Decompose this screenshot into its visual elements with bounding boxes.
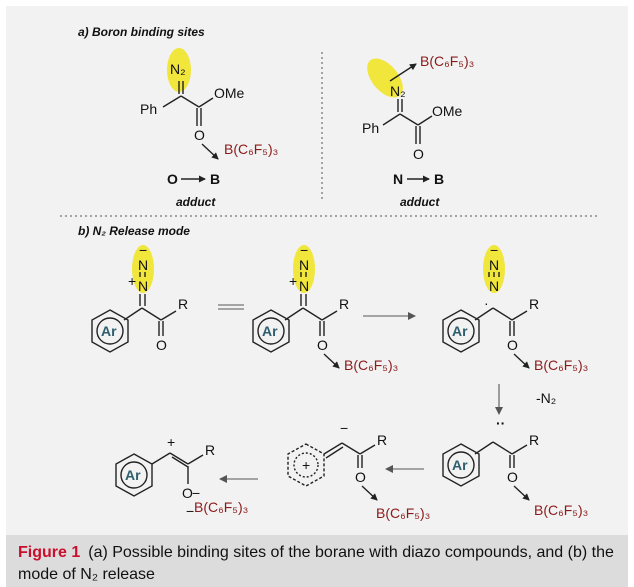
svg-text:Ar: Ar: [452, 323, 468, 339]
svg-text:B(C₆F₅)₃: B(C₆F₅)₃: [194, 499, 248, 515]
svg-text:+: +: [167, 434, 175, 450]
n2-highlight-5: [483, 245, 505, 293]
figure-caption: Figure 1(a) Possible binding sites of th…: [6, 535, 628, 587]
svg-text:−: −: [300, 242, 308, 258]
structure-5-intermediate: + − R O B(C₆F₅)₃: [287, 420, 430, 521]
n2-label-2: N₂: [390, 83, 406, 99]
n-b-adduct-label: N B adduct: [393, 171, 444, 209]
adduct-o: O: [167, 171, 178, 187]
svg-text:+: +: [302, 457, 310, 473]
reaction-scheme: a) Boron binding sites N₂ Ph OMe O B(C₆F…: [60, 25, 600, 521]
ph-label-2: Ph: [362, 120, 379, 136]
structure-6-enolate: Ar + R O − − B(C₆F₅)₃: [115, 434, 248, 519]
ome-label-2: OMe: [432, 103, 463, 119]
svg-text:B(C₆F₅)₃: B(C₆F₅)₃: [534, 357, 588, 373]
ome-label: OMe: [214, 85, 245, 101]
svg-text:N: N: [138, 278, 148, 294]
svg-text:O: O: [317, 337, 328, 353]
svg-text:·: ·: [484, 295, 489, 311]
svg-text:O: O: [507, 337, 518, 353]
adduct-b-2: B: [434, 171, 444, 187]
svg-text:N: N: [489, 257, 499, 273]
adduct-caption-left: adduct: [176, 195, 216, 209]
n2-label: N₂: [170, 61, 186, 77]
svg-text:−: −: [490, 242, 498, 258]
n2-highlight-2: [367, 58, 403, 98]
svg-text:R: R: [377, 432, 387, 448]
structure-2-o-adduct: − N N + R O B(C₆F₅)₃ Ar: [252, 242, 398, 373]
figure-caption-text: (a) Possible binding sites of the borane…: [18, 544, 614, 583]
adduct-b: B: [210, 171, 220, 187]
svg-text:B(C₆F₅)₃: B(C₆F₅)₃: [344, 357, 398, 373]
svg-text:N: N: [138, 257, 148, 273]
svg-text:Ar: Ar: [452, 457, 468, 473]
o-b-adduct-label: O B adduct: [167, 171, 220, 209]
molecule-n-adduct: N₂ B(C₆F₅)₃ Ph OMe O: [362, 53, 474, 162]
svg-text:Ar: Ar: [125, 467, 141, 483]
n2-highlight: [167, 48, 191, 92]
n2-highlight-4: [293, 245, 315, 293]
svg-text:R: R: [529, 432, 539, 448]
structure-1-diazo: − N N + R O Ar: [91, 242, 188, 353]
scheme-panel: a) Boron binding sites N₂ Ph OMe O B(C₆F…: [6, 6, 628, 535]
svg-text:R: R: [205, 442, 215, 458]
svg-text:B(C₆F₅)₃: B(C₆F₅)₃: [534, 502, 588, 518]
svg-text:O: O: [182, 485, 193, 501]
n2-loss-label: -N₂: [536, 390, 556, 406]
adduct-caption-right: adduct: [400, 195, 440, 209]
structure-3-n2-leaving: − N N · R O B(C₆F₅)₃ Ar: [442, 242, 588, 373]
carbonyl-o-label-2: O: [413, 146, 424, 162]
boron-label-2: B(C₆F₅)₃: [420, 53, 474, 69]
svg-text:R: R: [178, 296, 188, 312]
svg-text:N: N: [489, 278, 499, 294]
svg-text:B(C₆F₅)₃: B(C₆F₅)₃: [376, 505, 430, 521]
svg-text:−: −: [340, 420, 348, 436]
svg-text:R: R: [529, 296, 539, 312]
svg-text:R: R: [339, 296, 349, 312]
svg-text:−: −: [192, 485, 200, 501]
svg-text:+: +: [289, 273, 297, 289]
section-a-label: a) Boron binding sites: [78, 25, 205, 39]
svg-text:−: −: [186, 503, 194, 519]
svg-text:O: O: [507, 469, 518, 485]
adduct-n: N: [393, 171, 403, 187]
svg-text:O: O: [355, 469, 366, 485]
figure-label: Figure 1: [18, 544, 81, 561]
svg-text:··: ··: [496, 415, 505, 431]
molecule-o-adduct: N₂ Ph OMe O B(C₆F₅)₃: [140, 48, 278, 160]
svg-text:+: +: [128, 273, 136, 289]
boron-label: B(C₆F₅)₃: [224, 141, 278, 157]
svg-text:N: N: [299, 278, 309, 294]
n2-highlight-3: [132, 245, 154, 293]
svg-text:O: O: [156, 337, 167, 353]
ph-label: Ph: [140, 101, 157, 117]
svg-text:Ar: Ar: [101, 323, 117, 339]
section-b-label: b) N₂ Release mode: [78, 224, 190, 238]
structure-4-carbene: ·· R O B(C₆F₅)₃ Ar: [442, 415, 588, 518]
svg-text:−: −: [139, 242, 147, 258]
svg-text:Ar: Ar: [262, 323, 278, 339]
svg-text:N: N: [299, 257, 309, 273]
carbonyl-o-label: O: [194, 127, 205, 143]
